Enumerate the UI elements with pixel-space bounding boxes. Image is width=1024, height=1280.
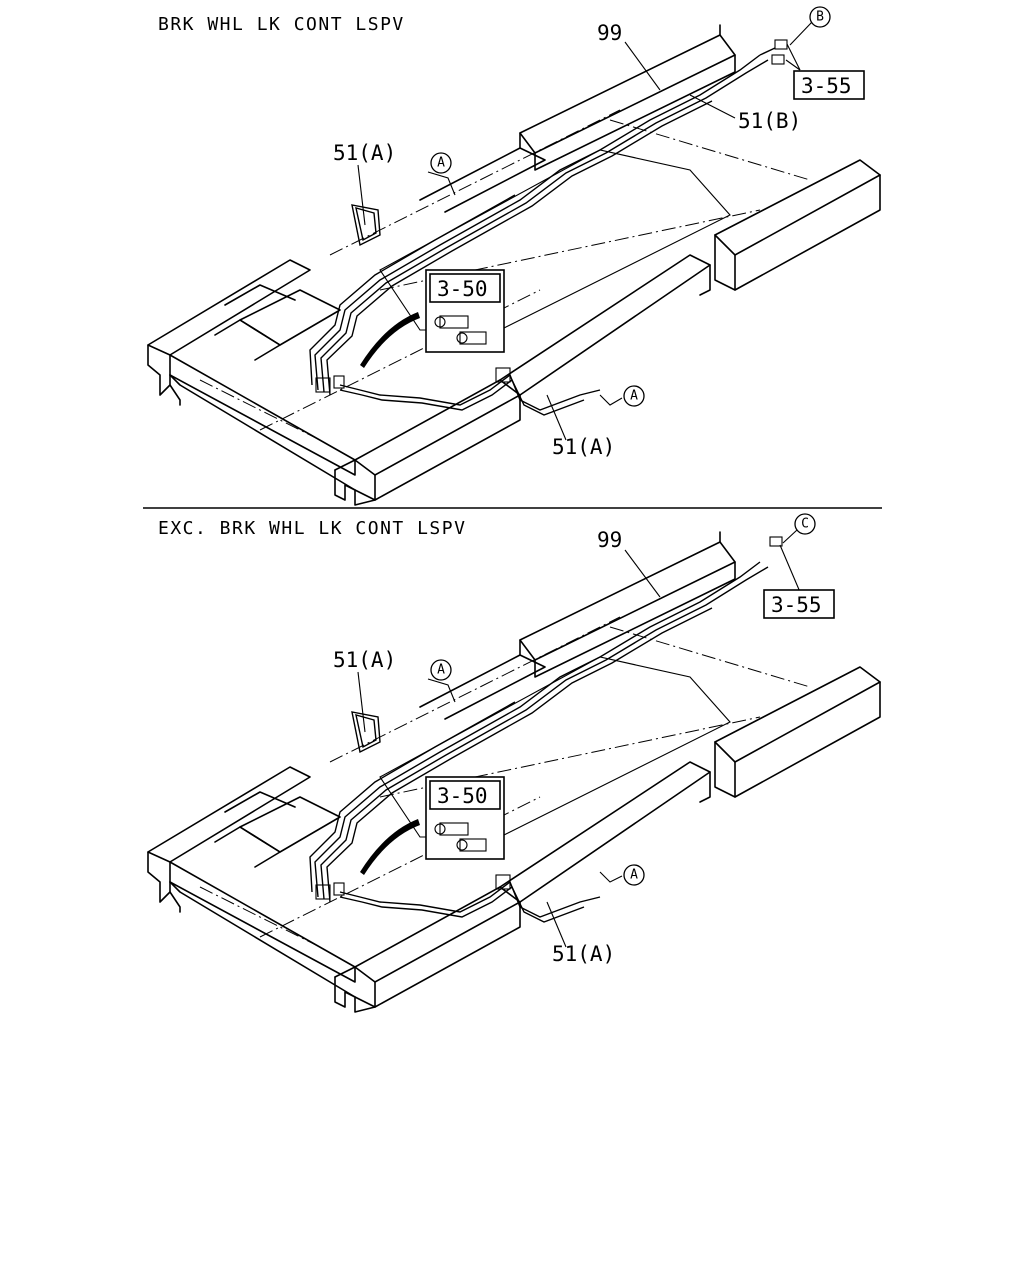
label-51a-upper: 51(A) xyxy=(333,141,396,165)
master-cylinder-icon-bottom xyxy=(434,822,487,852)
label-51b: 51(B) xyxy=(738,109,801,133)
ref-box-3-55-bottom xyxy=(763,589,835,619)
top-diagram xyxy=(147,6,881,506)
circle-a-upper-text-bottom: A xyxy=(437,663,445,678)
callout-circle-a-upper-bottom xyxy=(430,659,452,681)
bottom-diagram xyxy=(147,513,881,1013)
circle-b-text: B xyxy=(816,10,824,25)
label-3-55: 3-55 xyxy=(801,74,852,98)
label-3-50: 3-50 xyxy=(437,277,488,301)
label-99-bottom: 99 xyxy=(597,528,622,552)
circle-c-text: C xyxy=(801,517,809,532)
callout-circle-a-lower xyxy=(623,385,645,407)
callout-circle-b xyxy=(809,6,831,28)
bottom-title: EXC. BRK WHL LK CONT LSPV xyxy=(158,518,466,539)
label-51a-lower-bottom: 51(A) xyxy=(552,942,615,966)
master-cylinder-icon xyxy=(434,315,487,345)
top-title: BRK WHL LK CONT LSPV xyxy=(158,14,405,35)
label-51a-upper-bottom: 51(A) xyxy=(333,648,396,672)
callout-circle-a-lower-bottom xyxy=(623,864,645,886)
callout-circle-c xyxy=(794,513,816,535)
label-3-50-bottom: 3-50 xyxy=(437,784,488,808)
label-99: 99 xyxy=(597,21,622,45)
circle-a-lower-text: A xyxy=(630,389,638,404)
ref-box-3-55 xyxy=(793,70,865,100)
label-51a-lower: 51(A) xyxy=(552,435,615,459)
label-3-55-bottom: 3-55 xyxy=(771,593,822,617)
callout-circle-a-upper xyxy=(430,152,452,174)
circle-a-upper-text: A xyxy=(437,156,445,171)
circle-a-lower-text-bottom: A xyxy=(630,868,638,883)
